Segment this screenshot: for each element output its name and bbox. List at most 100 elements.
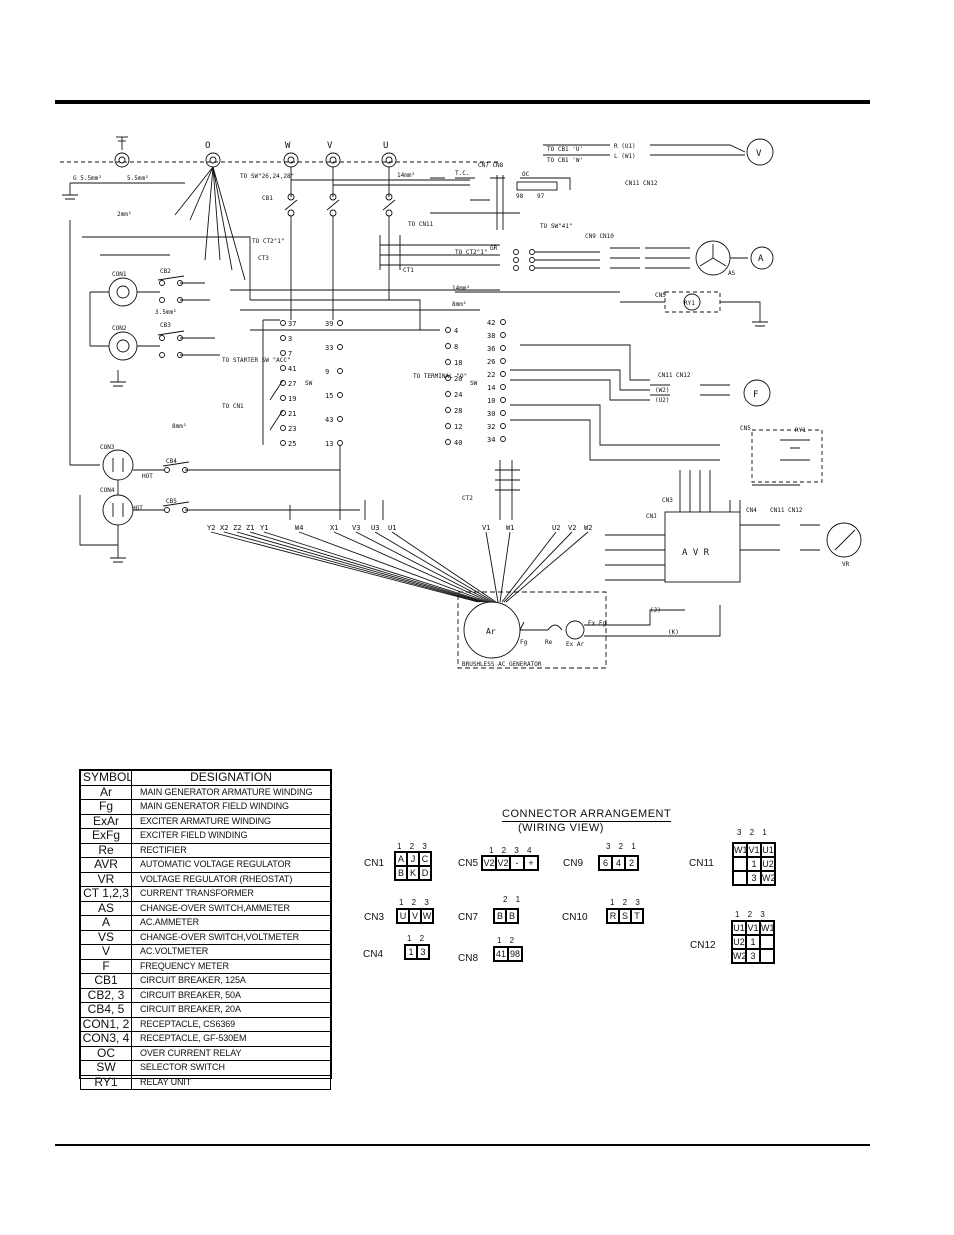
wire-label: 5.5mm² — [127, 175, 149, 182]
connector-arrangement-subtitle: (WIRING VIEW) — [518, 822, 604, 834]
generator-lead — [263, 531, 487, 603]
rectifier-label: Re — [545, 639, 553, 646]
connector-arrangement-title: CONNECTOR ARRANGEMENT — [502, 808, 672, 822]
generator-label: BRUSHLESS AC GENERATOR — [462, 661, 542, 668]
switch-terminal-label: 14 — [487, 384, 495, 392]
connector-pin: - — [510, 856, 524, 870]
switch-terminal-label: 13 — [325, 440, 333, 448]
legend-symbol: V — [80, 944, 132, 960]
legend-symbol: OC — [80, 1045, 132, 1061]
legend-symbol: Ar — [80, 784, 132, 800]
generator-lead — [333, 531, 491, 603]
connector-pin: 1 — [746, 935, 760, 949]
connector-label: CN11 CN12 — [658, 372, 691, 379]
wire-label: 14mm² — [452, 285, 470, 292]
cn8-label: CN8 — [458, 953, 479, 964]
switch-terminal — [337, 368, 343, 374]
legend-header-designation: DESIGNATION — [131, 770, 331, 786]
connector-pin: V1 — [747, 843, 761, 857]
wire-label: TO SW"41" — [540, 223, 573, 230]
legend-symbol: A — [80, 915, 132, 931]
switch-terminal — [280, 350, 286, 356]
wire-label: TO CB1 'W' — [547, 157, 583, 164]
legend-symbol: CB4, 5 — [80, 1002, 132, 1018]
connector-label: CN5 — [655, 292, 666, 299]
wire-label: 8mm² — [452, 301, 466, 308]
connector-pin: W — [421, 909, 433, 923]
wire-label: W4 — [295, 524, 303, 532]
cn4-pin-numbers: 1 2 — [407, 934, 428, 943]
switch-terminal — [500, 358, 506, 364]
switch-terminal — [337, 344, 343, 350]
cn10-pin-numbers: 1 2 3 — [610, 898, 643, 907]
exciter-armature-label: Ex Ar — [566, 641, 584, 648]
connector-pin: 6 — [599, 856, 612, 870]
breaker-label: CB3 — [160, 322, 171, 329]
legend-symbol: VR — [80, 871, 132, 887]
cn10-label: CN10 — [562, 912, 588, 923]
legend-symbol: CON3, 4 — [80, 1031, 132, 1047]
receptacle-label: CON4 — [100, 487, 115, 494]
legend-symbol: AS — [80, 900, 132, 916]
legend-symbol: CB2, 3 — [80, 987, 132, 1003]
wire-label: X2 — [220, 524, 228, 532]
switch-terminal-label: 20 — [454, 375, 462, 383]
wire-label: 2mm² — [117, 211, 131, 218]
switch-terminal — [280, 425, 286, 431]
switch-terminal-label: 33 — [325, 344, 333, 352]
breaker-label: CB4 — [166, 458, 177, 465]
wire-label: (J) — [650, 607, 661, 614]
generator-lead — [298, 531, 489, 603]
switch-terminal — [337, 416, 343, 422]
switch-terminal — [280, 320, 286, 326]
wire-label: X1 — [330, 524, 338, 532]
connector-pin: 41 — [494, 947, 508, 961]
generator-lead — [503, 531, 573, 603]
legend-designation: RELAY UNIT — [131, 1074, 331, 1090]
cn4-label: CN4 — [363, 949, 384, 960]
voltmeter-label: V — [756, 149, 762, 159]
wire-label: TO TERMINAL "O" — [413, 373, 467, 380]
switch-terminal-label: 25 — [288, 440, 296, 448]
receptacle-label: CON2 — [112, 325, 127, 332]
wire-label: Y2 — [207, 524, 215, 532]
relay-label: OC — [522, 171, 530, 178]
legend-designation: EXCITER FIELD WINDING — [131, 828, 331, 844]
generator-lead — [249, 531, 485, 603]
generator-lead — [391, 531, 497, 603]
connector-pin: K — [407, 866, 419, 880]
connector-label: CN7 CN8 — [478, 162, 504, 169]
legend-designation: CIRCUIT BREAKER, 50A — [131, 987, 331, 1003]
breaker-label: CB1 — [262, 195, 273, 202]
switch-terminal-label: 38 — [487, 332, 495, 340]
cn1-label: CN1 — [364, 858, 385, 869]
legend-designation: AC.VOLTMETER — [131, 944, 331, 960]
legend-symbol: AVR — [80, 857, 132, 873]
switch-terminal-label: 36 — [487, 345, 495, 353]
switch-terminal-label: 18 — [454, 359, 462, 367]
wire-label: TO CB1 'U' — [547, 146, 583, 153]
cn7-pin-numbers: 2 1 — [503, 895, 524, 904]
switch-terminal — [500, 423, 506, 429]
legend-designation: AC.AMMETER — [131, 915, 331, 931]
generator-lead — [374, 531, 495, 603]
switch-terminal — [280, 440, 286, 446]
legend-designation: CURRENT TRANSFORMER — [131, 886, 331, 902]
frequency-meter-label: F — [753, 390, 758, 400]
wire-label: (U2) — [655, 397, 669, 404]
switch-terminal-label: 12 — [454, 423, 462, 431]
legend-designation: RECTIFIER — [131, 842, 331, 858]
armature-label: Ar — [486, 627, 496, 636]
legend-symbol: CT 1,2,3 — [80, 886, 132, 902]
